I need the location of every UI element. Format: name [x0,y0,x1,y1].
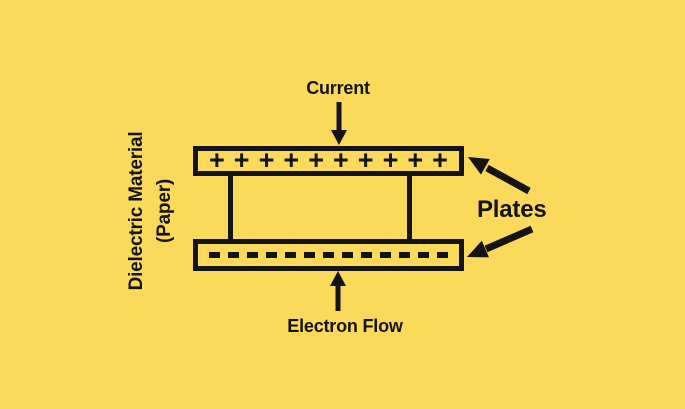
current-label: Current [306,78,370,98]
dielectric-right-edge [407,175,412,240]
dielectric-material-label-line2: (Paper) [154,178,175,244]
bottom-plate: ------------- [193,239,464,271]
positive-charge-symbols: ++++++++++ [209,145,448,175]
dielectric-material-label: Dielectric Material (Paper) [123,111,179,311]
negative-charge-symbols: ------------- [198,244,459,266]
electron-flow-arrow-up-icon [330,271,346,311]
plates-arrow-lower-icon [467,225,534,258]
electron-flow-label: Electron Flow [287,316,403,336]
current-arrow-down-icon [331,102,347,145]
plates-arrow-upper-icon [468,157,531,195]
dielectric-left-edge [228,175,233,240]
top-plate: ++++++++++ [193,146,464,176]
plates-label: Plates [477,196,547,223]
dielectric-material-label-line1: Dielectric Material [126,131,147,291]
